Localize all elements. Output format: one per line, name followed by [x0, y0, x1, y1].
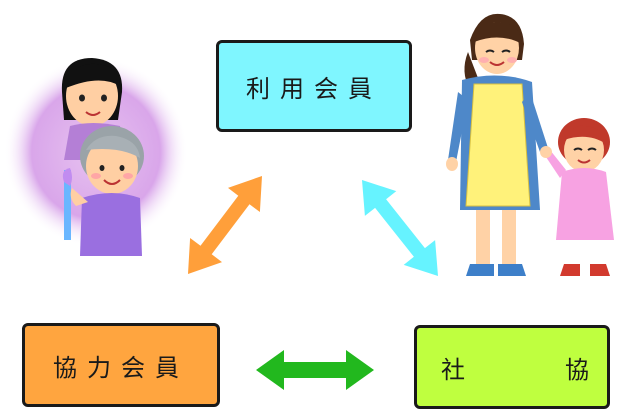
- mother-in-apron-and-child-illustration: [446, 13, 614, 276]
- arrow-user-shakyo: [362, 180, 438, 276]
- arrow-user-coop: [188, 176, 262, 274]
- arrow-coop-shakyo: [256, 350, 374, 390]
- node-user-member: 利用会員: [216, 40, 412, 132]
- node-social-welfare-council: 社 協: [414, 325, 610, 409]
- node-cooperating-member: 協力会員: [22, 323, 220, 407]
- node-social-welfare-council-label-right: 協: [565, 355, 589, 384]
- node-social-welfare-council-label-left: 社: [441, 355, 465, 384]
- young-woman-and-elderly-woman-illustration: [4, 57, 188, 256]
- node-cooperating-member-label: 協力会員: [53, 353, 189, 382]
- node-user-member-label: 利用会員: [246, 74, 382, 103]
